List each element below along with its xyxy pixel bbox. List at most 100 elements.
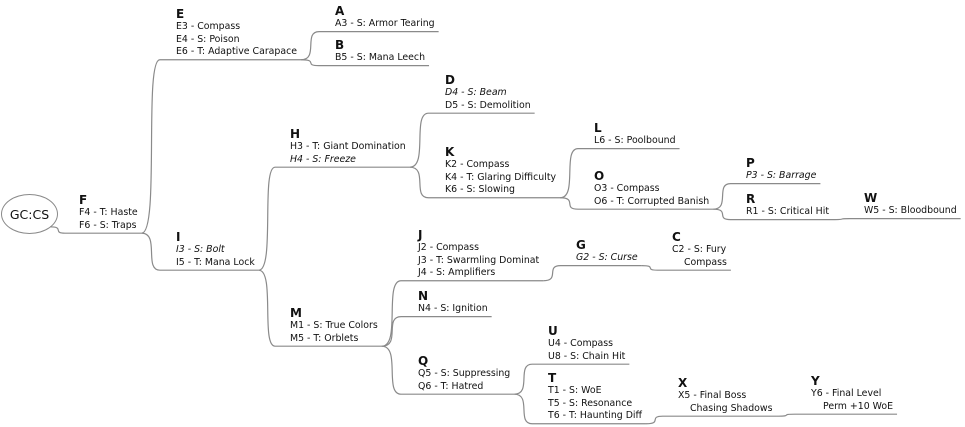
node-line: U4 - Compass [548,338,614,349]
node-title: N [418,289,429,303]
node-line: E6 - T: Adaptive Carapace [176,46,298,58]
connector-E-B [301,59,331,67]
connector-O-R [713,208,742,221]
node-F[interactable]: F F4 - T: Haste F6 - S: Traps [79,193,138,232]
node-title: O [594,169,605,183]
node-title: H [290,127,301,141]
connector-T-X [645,415,674,425]
connector-O-P [713,182,742,210]
node-line: E3 - Compass [176,21,241,32]
node-title: D [445,73,455,87]
node-line: J2 - Compass [418,242,479,253]
connector-I-H [258,166,286,271]
node-C[interactable]: C C2 - S: Fury Compass [672,230,727,269]
node-line: R1 - S: Critical Hit [746,206,830,217]
node-line: H4 - S: Freeze [290,153,356,165]
node-line: O3 - Compass [594,183,660,194]
node-line: G2 - S: Curse [576,252,638,263]
node-line: K6 - S: Slowing [445,184,516,196]
node-line: M5 - T: Orblets [290,332,359,344]
node-P[interactable]: P P3 - S: Barrage [746,156,816,183]
connector-F-I [141,232,172,271]
node-T[interactable]: T T1 - S: WoE T5 - S: Resonance T6 - T: … [548,371,642,423]
node-B[interactable]: B B5 - S: Mana Leech [335,38,425,65]
node-line: J3 - T: Swarmling Dominat [418,254,540,266]
node-line: Q6 - T: Hatred [418,380,484,392]
node-title: G [576,238,586,252]
connector-Q-T [514,393,544,425]
node-title: K [445,145,455,159]
node-M[interactable]: M M1 - S: True Colors M5 - T: Orblets [290,306,378,345]
node-I[interactable]: I I3 - S: Bolt I5 - T: Mana Lock [176,230,255,269]
connector-root-F [49,226,75,234]
node-line: L6 - S: Poolbound [594,135,676,146]
node-line: I5 - T: Mana Lock [176,256,255,268]
node-line: M1 - S: True Colors [290,320,378,331]
node-line: I3 - S: Bolt [176,244,225,255]
node-D[interactable]: D D4 - S: Beam D5 - S: Demolition [445,73,531,112]
node-L[interactable]: L L6 - S: Poolbound [594,121,676,148]
node-U[interactable]: U U4 - Compass U8 - S: Chain Hit [548,324,625,363]
node-title: T [548,371,557,385]
node-H[interactable]: H H3 - T: Giant Domination H4 - S: Freez… [290,127,406,166]
connector-M-J [381,280,414,347]
node-Q[interactable]: Q Q5 - S: Suppressing Q6 - T: Hatred [418,354,510,393]
connector-I-M [258,269,286,347]
connector-Q-U [514,363,544,395]
node-line: D4 - S: Beam [445,87,507,98]
node-J[interactable]: J J2 - Compass J3 - T: Swarmling Dominat… [418,228,539,280]
node-title: Y [811,374,820,388]
node-line: Chasing Shadows [690,402,773,414]
node-A[interactable]: A A3 - S: Armor Tearing [335,4,435,31]
node-Y[interactable]: Y Y6 - Final Level Perm +10 WoE [811,374,893,413]
connector-X-Y [776,413,807,417]
connector-E-A [300,30,331,61]
root-label: GC:CS [9,206,50,222]
root-node[interactable]: GC:CS [1,194,58,234]
node-line: D5 - S: Demolition [445,99,531,111]
node-line: T6 - T: Haunting Diff [548,410,642,422]
node-title: W [864,191,878,205]
node-title: R [746,192,756,206]
node-line: Perm +10 WoE [823,400,894,412]
node-line: Q5 - S: Suppressing [418,368,511,379]
node-line: X5 - Final Boss [678,390,747,401]
node-title: I [176,230,181,244]
node-X[interactable]: X X5 - Final Boss Chasing Shadows [678,376,772,415]
node-title: E [176,7,185,21]
node-line: T5 - S: Resonance [548,397,633,409]
node-N[interactable]: N N4 - S: Ignition [418,289,488,316]
connector-R-W [833,217,860,221]
node-title: Q [418,354,429,368]
connector-J-G [543,264,572,282]
connector-H-K [409,166,441,199]
connector-M-N [381,315,414,347]
node-title: M [290,306,302,320]
node-title: J [418,228,423,242]
node-W[interactable]: W W5 - S: Bloodbound [864,191,957,218]
node-line: N4 - S: Ignition [418,303,488,314]
node-line: Y6 - Final Level [811,388,882,399]
node-title: X [678,376,688,390]
connector-G-C [641,264,668,271]
node-line: P3 - S: Barrage [746,170,817,181]
node-line: O6 - T: Corrupted Banish [594,195,710,207]
node-K[interactable]: K K2 - Compass K4 - T: Glaring Difficult… [445,145,556,197]
node-line: E4 - S: Poison [176,33,240,45]
node-E[interactable]: E E3 - Compass E4 - S: Poison E6 - T: Ad… [176,7,297,59]
node-G[interactable]: G G2 - S: Curse [576,238,638,265]
connector-K-O [560,197,590,210]
node-line: Compass [684,256,727,268]
node-title: L [594,121,602,135]
node-title: F [79,193,88,207]
node-R[interactable]: R R1 - S: Critical Hit [746,192,829,219]
node-line: J4 - S: Amplifiers [418,267,496,279]
connector-H-D [409,112,441,168]
node-line: B5 - S: Mana Leech [335,52,426,63]
node-title: A [335,4,345,18]
node-O[interactable]: O O3 - Compass O6 - T: Corrupted Banish [594,169,709,208]
node-title: B [335,38,345,52]
node-line: U8 - S: Chain Hit [548,350,626,362]
node-title: U [548,324,558,338]
